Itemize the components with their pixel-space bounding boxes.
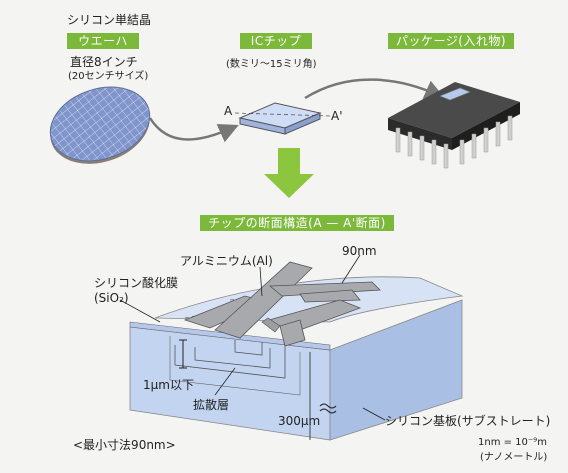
a-a-prime-line (234, 112, 331, 117)
cross-section-tag: チップの断面構造(A — A'断面) (200, 215, 394, 231)
ic-chip-image (238, 102, 322, 135)
oxide-formula-label: (SiO₂) (94, 291, 129, 305)
unit-reading: (ナノメートル) (480, 452, 548, 463)
wafer-size: 直径8インチ (70, 55, 138, 69)
wafer-tag: ウエーハ (67, 33, 139, 49)
point-a-label: A (224, 104, 233, 118)
depth-label: 1μm以下 (143, 378, 194, 392)
min-size-label: <最小寸法90nm> (73, 438, 176, 452)
zoom-down-arrow (264, 148, 314, 198)
chip-to-package-arrow (304, 78, 445, 100)
wafer-image (49, 86, 151, 164)
unit-equation: 1nm = 10⁻⁹m (478, 437, 547, 448)
wafer-caption: シリコン単結晶 (67, 13, 152, 27)
oxide-label: シリコン酸化膜 (94, 276, 179, 290)
substrate-label: シリコン基板(サブストレート) (385, 414, 551, 428)
point-a-prime-label: A' (331, 109, 343, 123)
diffusion-label: 拡散層 (193, 398, 230, 412)
wafer-to-chip-arrow (148, 117, 239, 143)
wafer-note: (20センチサイズ) (68, 71, 149, 82)
package-image (388, 82, 520, 169)
aluminium-label: アルミニウム(Al) (180, 254, 273, 268)
package-tag: パッケージ(入れ物) (388, 33, 514, 49)
thickness-label: 300μm (278, 414, 321, 428)
chip-note: (数ミリ〜15ミリ角) (226, 59, 317, 70)
linewidth-label: 90nm (342, 244, 377, 258)
chip-tag: ICチップ (240, 33, 312, 49)
leader-lines (119, 254, 386, 421)
cross-section-image (129, 261, 464, 441)
